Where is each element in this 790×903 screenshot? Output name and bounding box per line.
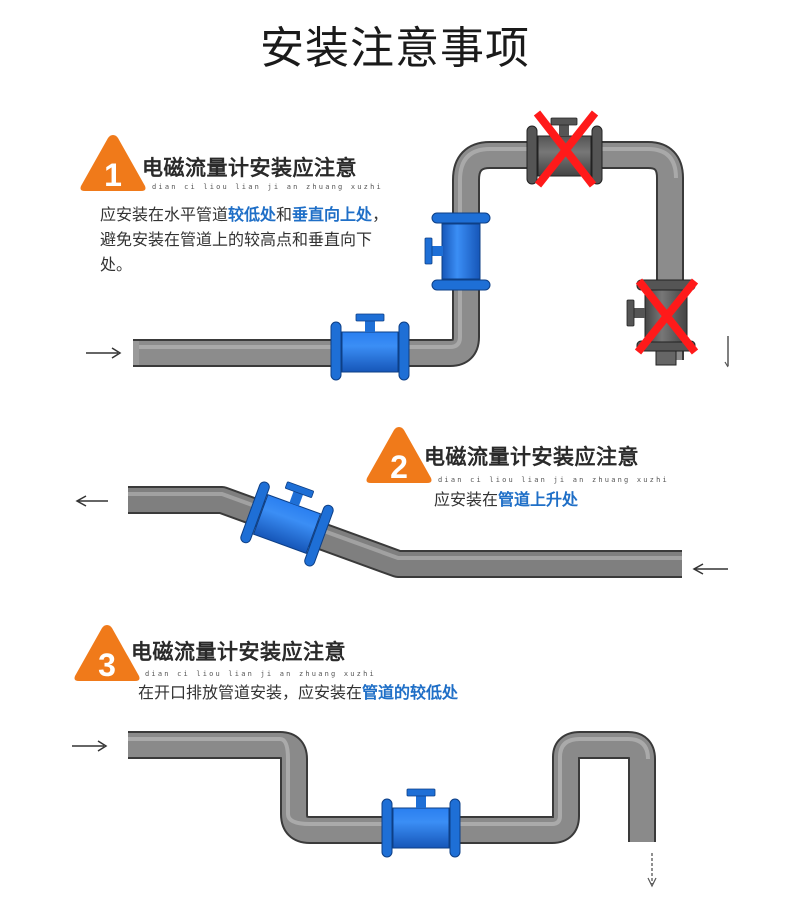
section-1-pinyin: dian ci liou lian ji an zhuang xuzhi (152, 183, 383, 191)
section-2-heading: 电磁流量计安装应注意 (424, 445, 639, 469)
orange-triangle-icon: 2 (366, 427, 432, 485)
section-1-heading: 电磁流量计安装应注意 (142, 156, 357, 180)
section-3-number: 3 (98, 647, 116, 683)
diagram-2 (75, 481, 728, 578)
flowmeter-correct (381, 788, 461, 858)
section-3-badge: 3 (72, 622, 142, 684)
section-2-pinyin: dian ci liou lian ji an zhuang xuzhi (438, 476, 669, 484)
section-3-heading: 电磁流量计安装应注意 (131, 640, 346, 664)
section-3-description: 在开口排放管道安装，应安装在管道的较低处 (138, 680, 458, 705)
outlet-arrow-icon (724, 336, 729, 368)
diagram-1 (86, 110, 729, 381)
section-2-number: 2 (390, 449, 408, 485)
desc-text: 应安装在 (434, 490, 499, 509)
diagram-3 (72, 731, 657, 888)
outlet-arrow-icon (647, 853, 657, 888)
desc-highlight: 管道上升处 (498, 490, 579, 509)
desc-highlight: 较低处 (228, 205, 277, 224)
section-1-badge: 1 (78, 132, 148, 194)
orange-triangle-icon: 3 (74, 625, 140, 683)
section-2-badge: 2 (364, 424, 434, 486)
wrong-cross-icon (634, 278, 699, 355)
flowmeter-correct (330, 313, 410, 381)
flowmeter-correct (240, 481, 334, 567)
section-1-description: 应安装在水平管道较低处和垂直向上处，避免安装在管道上的较高点和垂直向下处。 (100, 202, 390, 277)
section-2-description: 应安装在管道上升处 (434, 487, 578, 512)
page-title: 安装注意事项 (260, 23, 530, 74)
desc-highlight: 管道的较低处 (362, 683, 459, 702)
section-1-number: 1 (104, 157, 122, 193)
inlet-arrow-icon (86, 347, 122, 359)
desc-text: 在开口排放管道安装，应安装在 (138, 683, 363, 702)
desc-text: 和 (276, 205, 293, 224)
inlet-arrow-icon (72, 740, 108, 752)
desc-highlight: 垂直向上处 (292, 205, 373, 224)
flowmeter-correct-vertical (424, 212, 491, 291)
wrong-cross-icon (533, 110, 599, 188)
desc-text: ，避免安装在管道上的较高点和垂直向下处。 (100, 205, 389, 274)
outlet-arrow-icon (75, 495, 108, 507)
inlet-arrow-icon (692, 563, 728, 575)
section-3-pinyin: dian ci liou lian ji an zhuang xuzhi (145, 670, 376, 678)
orange-triangle-icon: 1 (80, 135, 146, 193)
desc-text: 应安装在水平管道 (100, 205, 229, 224)
